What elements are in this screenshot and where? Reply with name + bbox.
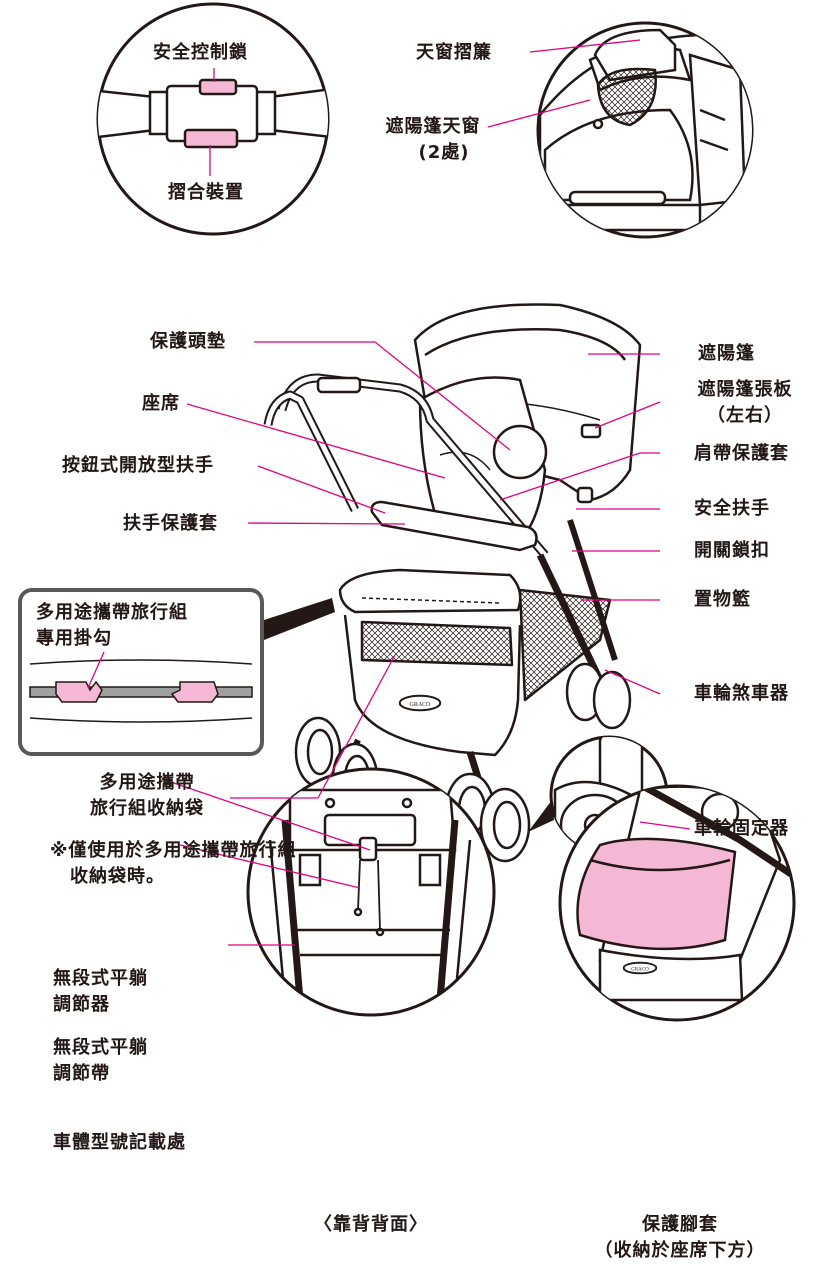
label-safety-armrest: 安全扶手: [694, 498, 770, 519]
note-line2: 收納袋時。: [70, 866, 165, 887]
label-folding-device: 摺合裝置: [168, 182, 244, 203]
label-recline-strap: 無段式平躺 調節帶: [53, 1035, 148, 1087]
inset-pointer: [264, 598, 335, 640]
label-footmuff-line2: （收納於座席下方）: [594, 1240, 766, 1261]
label-canopy: 遮陽篷: [698, 343, 755, 364]
label-basket: 置物籃: [694, 589, 751, 610]
label-seat: 座席: [142, 393, 180, 414]
label-back-view: 〈靠背背面〉: [314, 1214, 428, 1235]
label-skylight-curtain: 天窗摺簾: [416, 42, 492, 63]
svg-text:GRACO: GRACO: [631, 968, 649, 973]
label-head-pad: 保護頭墊: [150, 331, 226, 352]
note: ※僅使用於多用途攜帶旅行組 收納袋時。: [50, 838, 297, 890]
travel-hook-title-line2: 專用掛勾: [36, 628, 112, 649]
label-canopy-window-line1: 遮陽篷天窗: [385, 116, 481, 137]
label-recline-adjuster: 無段式平躺 調節器: [53, 966, 148, 1018]
graco-logo-footmuff: GRACO: [623, 962, 657, 974]
label-switch-lock: 開關鎖扣: [694, 540, 770, 561]
label-storage-bag-line2: 旅行組收納袋: [90, 798, 204, 819]
note-line1: ※僅使用於多用途攜帶旅行組: [50, 840, 297, 861]
label-recline-adjuster-line2: 調節器: [53, 994, 110, 1015]
label-canopy-panel-line2: （左右）: [707, 405, 783, 426]
label-model-number-location: 車體型號記載處: [53, 1132, 186, 1153]
label-footmuff-line1: 保護腳套: [642, 1214, 718, 1235]
label-storage-bag-line1: 多用途攜帶: [99, 772, 195, 793]
label-wheel-brake: 車輪煞車器: [694, 683, 789, 704]
label-safety-lock: 安全控制鎖: [153, 42, 248, 63]
stroller-main-illustration: [263, 303, 642, 863]
label-canopy-window: 遮陽篷天窗 (2處): [378, 114, 488, 166]
label-canopy-panel-line1: 遮陽篷張板: [697, 379, 793, 400]
label-recline-strap-line1: 無段式平躺: [53, 1037, 148, 1058]
label-storage-bag: 多用途攜帶 旅行組收納袋: [62, 770, 232, 822]
label-wheel-lock: 車輪固定器: [694, 818, 789, 839]
canopy-window-closeup: [536, 21, 754, 239]
label-footmuff: 保護腳套 （收納於座席下方）: [560, 1212, 800, 1264]
travel-hook-title: 多用途攜帶旅行組 專用掛勾: [36, 600, 188, 652]
footmuff-closeup: [558, 784, 796, 1022]
travel-hook-illustration: [29, 652, 253, 723]
svg-text:GRACO: GRACO: [409, 702, 431, 708]
label-shoulder-pad: 肩帶保護套: [694, 443, 789, 464]
folding-device-closeup: [96, 2, 330, 236]
label-push-button-armrest: 按鈕式開放型扶手: [62, 455, 214, 476]
travel-hook-inset: 多用途攜帶旅行組 專用掛勾: [18, 588, 264, 756]
label-canopy-panel: 遮陽篷張板 （左右）: [690, 377, 800, 429]
graco-logo-main: GRACO: [399, 695, 441, 711]
label-recline-strap-line2: 調節帶: [53, 1063, 110, 1084]
label-recline-adjuster-line1: 無段式平躺: [53, 968, 148, 989]
travel-hook-title-line1: 多用途攜帶旅行組: [36, 602, 188, 623]
label-armrest-cover: 扶手保護套: [123, 513, 218, 534]
seat-back-closeup: [246, 767, 496, 1017]
leader-lines: [164, 39, 691, 946]
label-canopy-window-line2: (2處): [418, 142, 470, 163]
